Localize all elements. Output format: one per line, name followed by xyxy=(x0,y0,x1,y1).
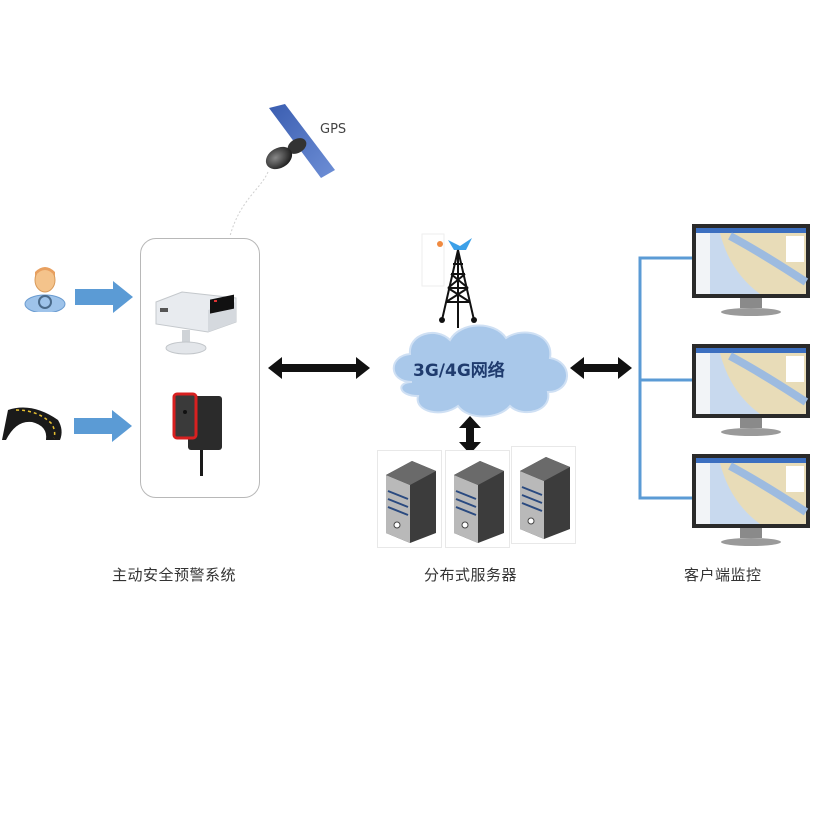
input-arrow-driver xyxy=(75,281,133,313)
network-cloud xyxy=(392,324,568,418)
client-connector-lines xyxy=(638,256,692,500)
monitor-icon xyxy=(692,344,810,436)
bidirectional-arrow-network-clients xyxy=(570,357,632,379)
server-icon xyxy=(386,461,436,543)
client-monitor-2 xyxy=(690,342,812,438)
dms-camera-icon xyxy=(172,392,222,476)
monitor-icon xyxy=(692,454,810,546)
server-3 xyxy=(511,446,576,544)
network-label: 3G/4G网络 xyxy=(413,361,505,381)
client-monitor-1 xyxy=(690,222,812,318)
server-icon xyxy=(520,457,570,539)
driver-icon xyxy=(24,267,66,312)
server-2 xyxy=(445,450,510,548)
bidirectional-arrow-network-servers xyxy=(459,416,481,454)
server-icon xyxy=(454,461,504,543)
client-monitoring-label: 客户端监控 xyxy=(684,566,762,584)
road-icon xyxy=(2,407,62,440)
satellite-icon xyxy=(265,104,335,178)
monitor-icon xyxy=(692,224,810,316)
distributed-servers-label: 分布式服务器 xyxy=(424,566,518,584)
client-monitor-3 xyxy=(690,452,812,548)
input-arrow-road xyxy=(74,410,132,442)
gps-label: GPS xyxy=(320,122,347,137)
adas-camera-icon xyxy=(155,291,237,355)
cell-tower-icon xyxy=(421,233,477,328)
bidirectional-arrow-system-network xyxy=(268,357,370,379)
server-1 xyxy=(377,450,442,548)
gps-link-line xyxy=(229,171,269,237)
active-safety-system-label: 主动安全预警系统 xyxy=(112,566,237,584)
